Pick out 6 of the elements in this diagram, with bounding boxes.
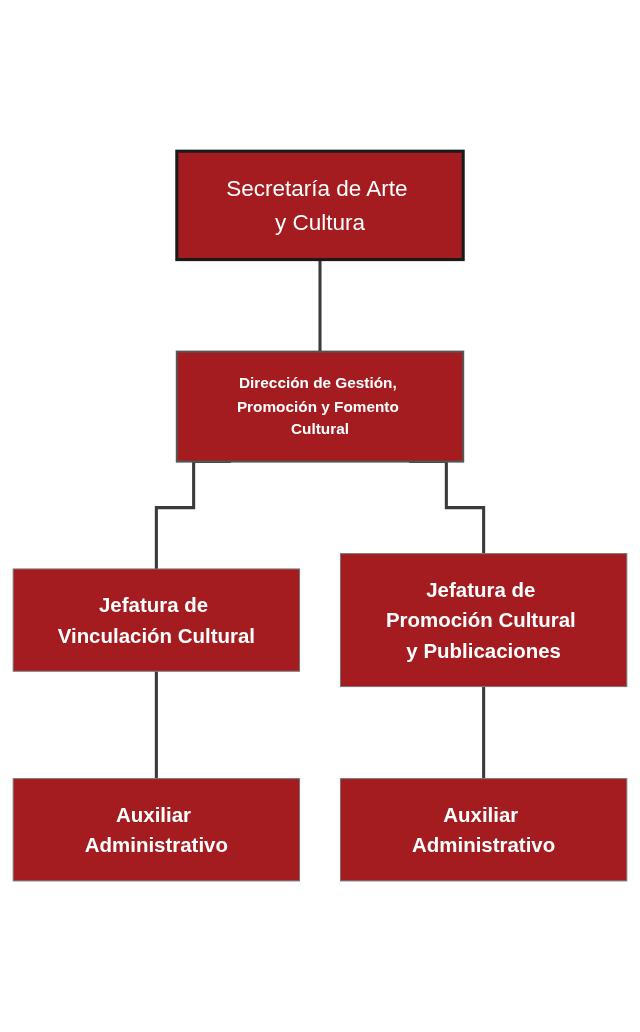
node-box: Jefatura de Vinculación Cultural (12, 568, 301, 672)
node-box: Dirección de Gestión, Promoción y Fomento Cultural (175, 350, 465, 463)
node-box: Jefatura de Promoción Cultural y Publicaciones (339, 553, 628, 688)
node-box: Auxiliar Administrativo (12, 778, 301, 882)
node-box: Secretaría de Arte y Cultura (175, 149, 465, 262)
node-box: Auxiliar Administrativo (339, 778, 628, 882)
